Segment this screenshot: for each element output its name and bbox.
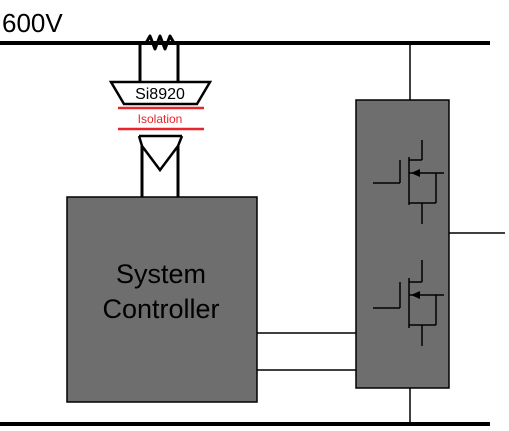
rail-voltage-label: 600V	[2, 8, 63, 38]
lower-mosfet-icon	[373, 260, 444, 346]
controller-label-line1: System	[116, 259, 206, 289]
system-controller-block	[66, 196, 258, 403]
isolation-amplifier: Si8920	[108, 80, 213, 106]
isolation-label: Isolation	[138, 112, 183, 126]
shunt-resistor	[138, 34, 180, 82]
amplifier-label: Si8920	[135, 86, 185, 103]
lower-coupling	[137, 134, 184, 197]
upper-mosfet-icon	[373, 140, 444, 224]
power-stage-block	[355, 99, 450, 389]
controller-label-line2: Controller	[102, 294, 219, 324]
isolation-barrier: Isolation	[118, 106, 204, 131]
